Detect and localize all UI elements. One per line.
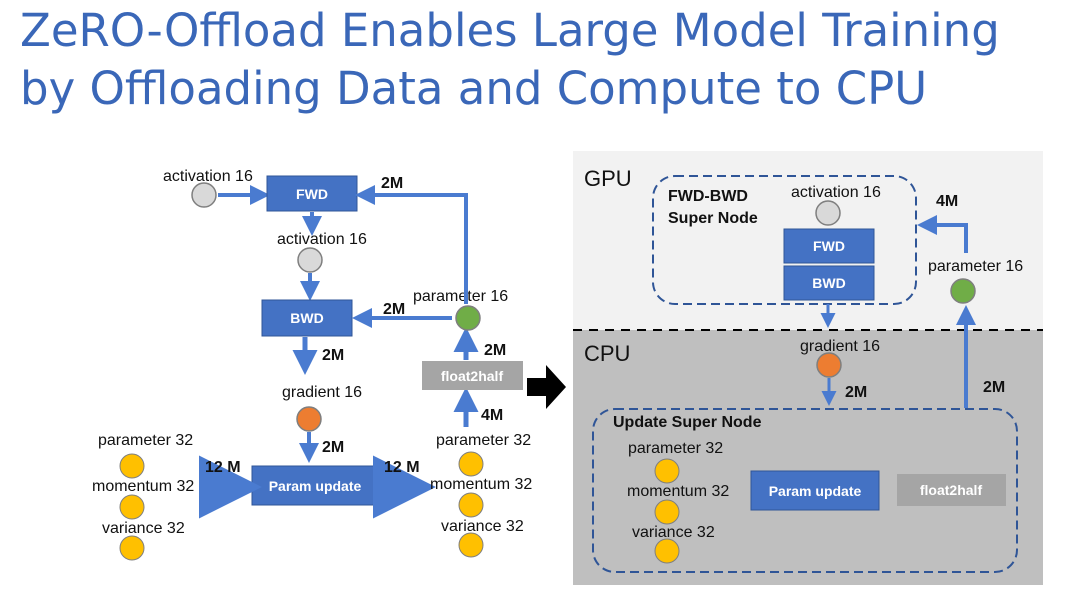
fwd-label: FWD [296, 186, 328, 202]
param16-node [455, 305, 481, 331]
edge-f2h-param-label: 2M [484, 342, 506, 359]
out-momentum32-label: momentum 32 [430, 476, 532, 493]
transform-arrow [527, 365, 566, 409]
arrow-param16-to-fwd [355, 185, 468, 304]
in-parameter32-node [119, 453, 145, 479]
cpu-momentum32-node [654, 499, 680, 525]
gpu-activation-node [815, 200, 841, 226]
cpu-param-update-label: Param update [769, 483, 862, 499]
cpu-gradient-node [816, 352, 842, 378]
gpu-activation-label: activation 16 [791, 184, 881, 201]
edge-grad-update-label: 2M [322, 439, 344, 456]
activation-mid-node [297, 247, 323, 273]
arrow-gpu-param-to-supernode [917, 215, 968, 253]
activation-mid-label: activation 16 [277, 231, 367, 248]
cpu-param32-node [654, 458, 680, 484]
cpu-float2half-box [897, 474, 1006, 506]
gpu-param16-label: parameter 16 [928, 258, 1023, 275]
edge-param-bwd-label: 2M [383, 301, 405, 318]
in-variance32-label: variance 32 [102, 520, 185, 537]
activation-top-node [191, 182, 217, 208]
edge-bwd-grad-label: 2M [322, 347, 344, 364]
fwd-box [266, 175, 358, 212]
gradient-label: gradient 16 [282, 384, 362, 401]
title-line-1: ZeRO-Offload Enables Large Model Trainin… [20, 4, 1000, 57]
gpu-label: GPU [584, 166, 632, 191]
right-partitioned-graph: GPU CPU FWD-BWD Super Node activation 16… [573, 151, 1043, 585]
cpu-float2half-label: float2half [920, 482, 983, 498]
cpu-variance32-node [654, 538, 680, 564]
bwd-box [261, 299, 353, 337]
fwd-bwd-supernode [652, 175, 917, 305]
gpu-fwd-box [783, 228, 875, 264]
edge-update-out-label: 12 M [384, 459, 420, 476]
left-dataflow-graph: activation 16 FWD activation 16 BWD 2M g… [92, 168, 532, 561]
gpu-param16-node [950, 278, 976, 304]
gpu-fwd-label: FWD [813, 238, 845, 254]
cpu-momentum32-label: momentum 32 [627, 483, 729, 500]
edge-in-update-label: 12 M [205, 459, 241, 476]
in-momentum32-label: momentum 32 [92, 478, 194, 495]
update-supernode [592, 408, 1018, 573]
cpu-label: CPU [584, 341, 630, 366]
float2half-box [422, 361, 523, 390]
out-variance32-label: variance 32 [441, 518, 524, 535]
cpu-param-update-box [750, 470, 880, 511]
edge-gpu-param-label: 4M [936, 193, 958, 210]
cpu-region [573, 330, 1043, 585]
activation-top-label: activation 16 [163, 168, 253, 185]
float2half-label: float2half [441, 368, 504, 384]
edge-out-f2h-label: 4M [481, 407, 503, 424]
in-variance32-node [119, 535, 145, 561]
gradient-node [296, 406, 322, 432]
slide-title: ZeRO-Offload Enables Large Model Trainin… [20, 2, 1070, 118]
bwd-label: BWD [290, 310, 323, 326]
in-momentum32-node [119, 494, 145, 520]
out-parameter32-node [458, 451, 484, 477]
out-momentum32-node [458, 492, 484, 518]
in-parameter32-label: parameter 32 [98, 432, 193, 449]
supernode-line2: Super Node [668, 210, 758, 227]
out-parameter32-label: parameter 32 [436, 432, 531, 449]
cpu-variance32-label: variance 32 [632, 524, 715, 541]
edge-cpu-grad-label: 2M [845, 384, 867, 401]
title-line-2: by Offloading Data and Compute to CPU [20, 62, 928, 115]
supernode-line1: FWD-BWD [668, 188, 748, 205]
gpu-bwd-box [783, 265, 875, 301]
edge-param-fwd-label: 2M [381, 175, 403, 192]
out-variance32-node [458, 532, 484, 558]
edge-update-param-label: 2M [983, 379, 1005, 396]
param16-label: parameter 16 [413, 288, 508, 305]
param-update-label: Param update [269, 478, 362, 494]
gpu-bwd-label: BWD [812, 275, 845, 291]
cpu-param32-label: parameter 32 [628, 440, 723, 457]
cpu-gradient-label: gradient 16 [800, 338, 880, 355]
update-supernode-label: Update Super Node [613, 414, 762, 431]
